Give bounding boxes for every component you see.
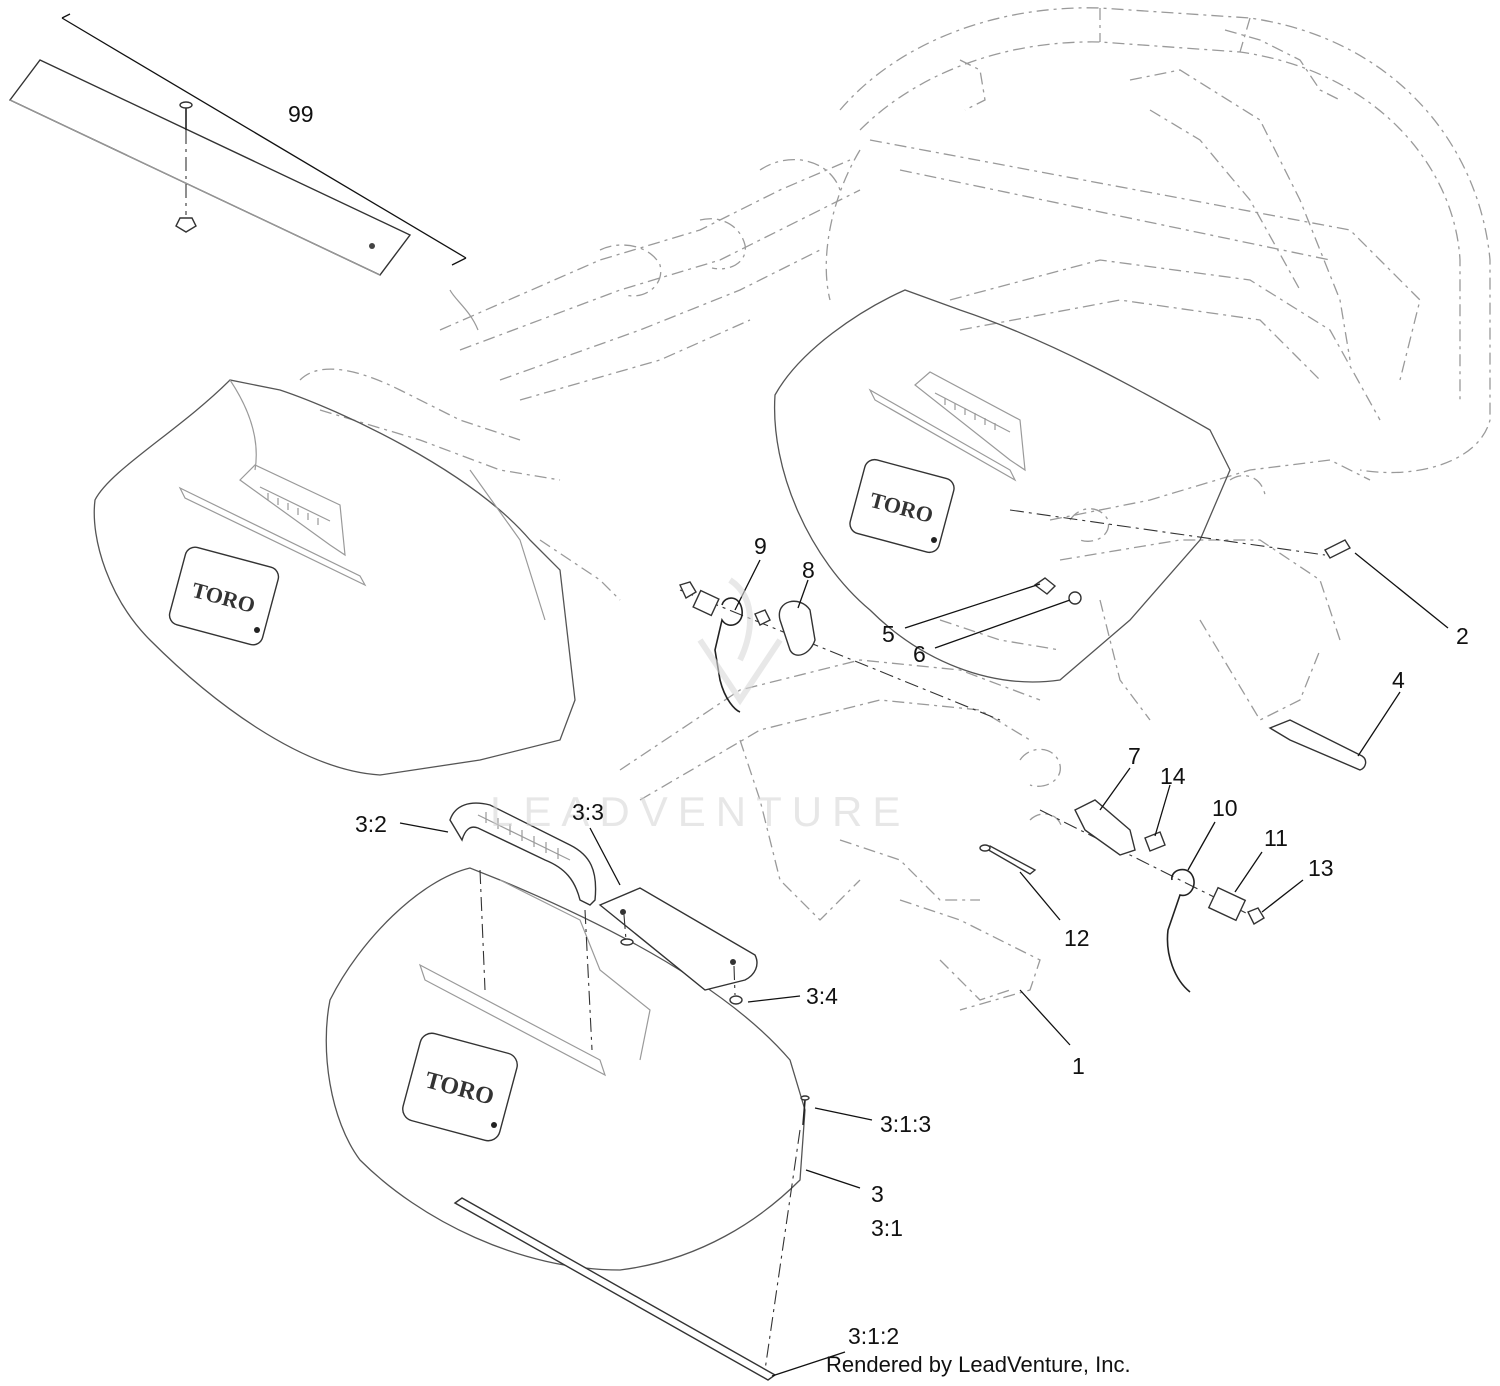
part-3-3-plate [598,887,758,1005]
callout-3-3: 3:3 [572,799,604,825]
basket-upper-right: TORO [773,289,1231,683]
callout-7: 7 [1128,743,1141,769]
callout-3-2: 3:2 [355,811,387,837]
toro-logo-plate-lower [402,1032,518,1142]
part-3-4-nut [729,995,743,1005]
part-99-skid-plate [8,13,467,276]
callout-12: 12 [1064,925,1090,951]
callout-leaders [399,552,1449,1377]
callout-13: 13 [1308,855,1334,881]
callout-99: 99 [288,101,314,127]
callout-2: 2 [1456,623,1469,649]
footer-credit: Rendered by LeadVenture, Inc. [826,1352,1131,1377]
left-lift-arm-phantom [299,158,861,601]
callout-labels: 99 9 8 5 6 2 4 7 14 10 11 13 12 1 3:2 3:… [288,101,1469,1349]
toro-logo-plate-left [168,546,280,646]
part-3-1-2-strip [453,1129,801,1381]
callout-1: 1 [1072,1053,1085,1079]
lower-reel-assembly-phantom [619,619,1063,1011]
callout-3-4: 3:4 [806,983,838,1009]
part-3-1-3-rivet [800,1095,810,1126]
right-reel-assembly-phantom [949,259,1381,721]
callout-11: 11 [1264,825,1288,851]
callout-14: 14 [1160,763,1186,789]
watermark: LEADVENTURE [490,577,910,835]
carrier-frame-phantom [825,7,1491,474]
callout-4: 4 [1392,667,1405,693]
callout-6: 6 [913,641,926,667]
callout-5: 5 [882,621,895,647]
callout-3-1-3: 3:1:3 [880,1111,931,1137]
basket-upper-left: TORO [93,379,576,776]
part-3-2-handle [449,802,597,1051]
hardware-lower-spring-group [979,799,1265,993]
callout-3: 3 [871,1181,884,1207]
watermark-text: LEADVENTURE [490,788,910,835]
callout-3-1-2: 3:1:2 [848,1323,899,1349]
hardware-upper-spring-group [679,509,1367,771]
part-3-basket: TORO [325,867,806,1271]
callout-3-1: 3:1 [871,1215,903,1241]
callout-10: 10 [1212,795,1238,821]
toro-logo-plate-right [849,458,955,554]
callout-8: 8 [802,557,815,583]
callout-9: 9 [754,533,767,559]
